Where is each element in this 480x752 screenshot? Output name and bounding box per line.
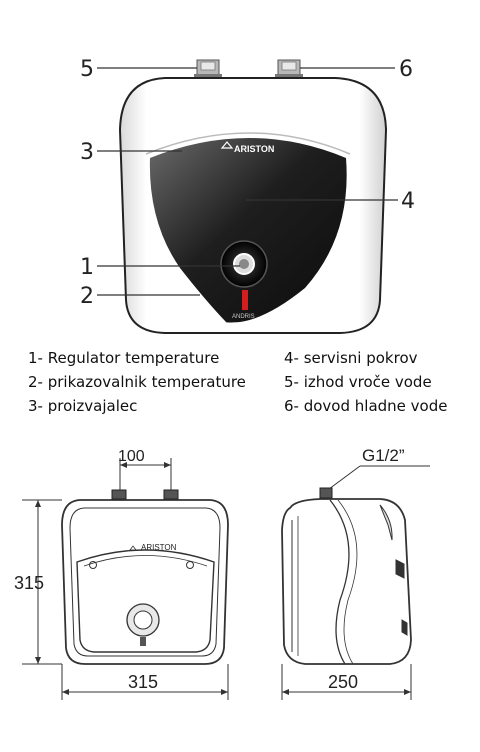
callout-5: 5 — [80, 57, 94, 82]
pipe-spacing-dimension: 100 — [118, 448, 145, 465]
thread-size-label: G1/2” — [362, 446, 405, 465]
temperature-indicator — [242, 290, 248, 310]
brand-label: ARISTON — [234, 144, 274, 154]
side-technical-drawing — [281, 465, 430, 700]
service-cover-panel — [149, 138, 347, 323]
cold-water-inlet-pipe — [275, 59, 303, 79]
product-label: ANDRIS — [232, 314, 255, 320]
legend-item-6: 6- dovod hladne vode — [284, 397, 448, 415]
width-dimension: 315 — [128, 672, 158, 692]
legend-item-1: 1- Regulator temperature — [28, 349, 220, 367]
height-dimension: 315 — [14, 573, 44, 593]
hot-water-outlet-pipe — [194, 59, 222, 79]
callout-4: 4 — [401, 189, 415, 214]
temperature-regulator-knob — [220, 240, 268, 288]
callout-6: 6 — [399, 57, 413, 82]
legend-item-4: 4- servisni pokrov — [284, 349, 418, 367]
front-technical-drawing — [22, 458, 229, 700]
callout-3: 3 — [80, 140, 94, 165]
front-brand-label: ARISTON — [141, 543, 177, 552]
legend-item-2: 2- prikazovalnik temperature — [28, 373, 246, 391]
heater-photo: ARISTON ANDRIS 5 6 3 4 1 2 — [80, 57, 415, 334]
legend-item-5: 5- izhod vroče vode — [284, 373, 432, 391]
ariston-logo: ARISTON — [220, 141, 274, 154]
legend-item-3: 3- proizvajalec — [28, 397, 138, 415]
callout-1: 1 — [80, 255, 94, 280]
callout-2: 2 — [80, 284, 94, 309]
callout-lines — [97, 67, 398, 296]
depth-dimension: 250 — [328, 672, 358, 692]
